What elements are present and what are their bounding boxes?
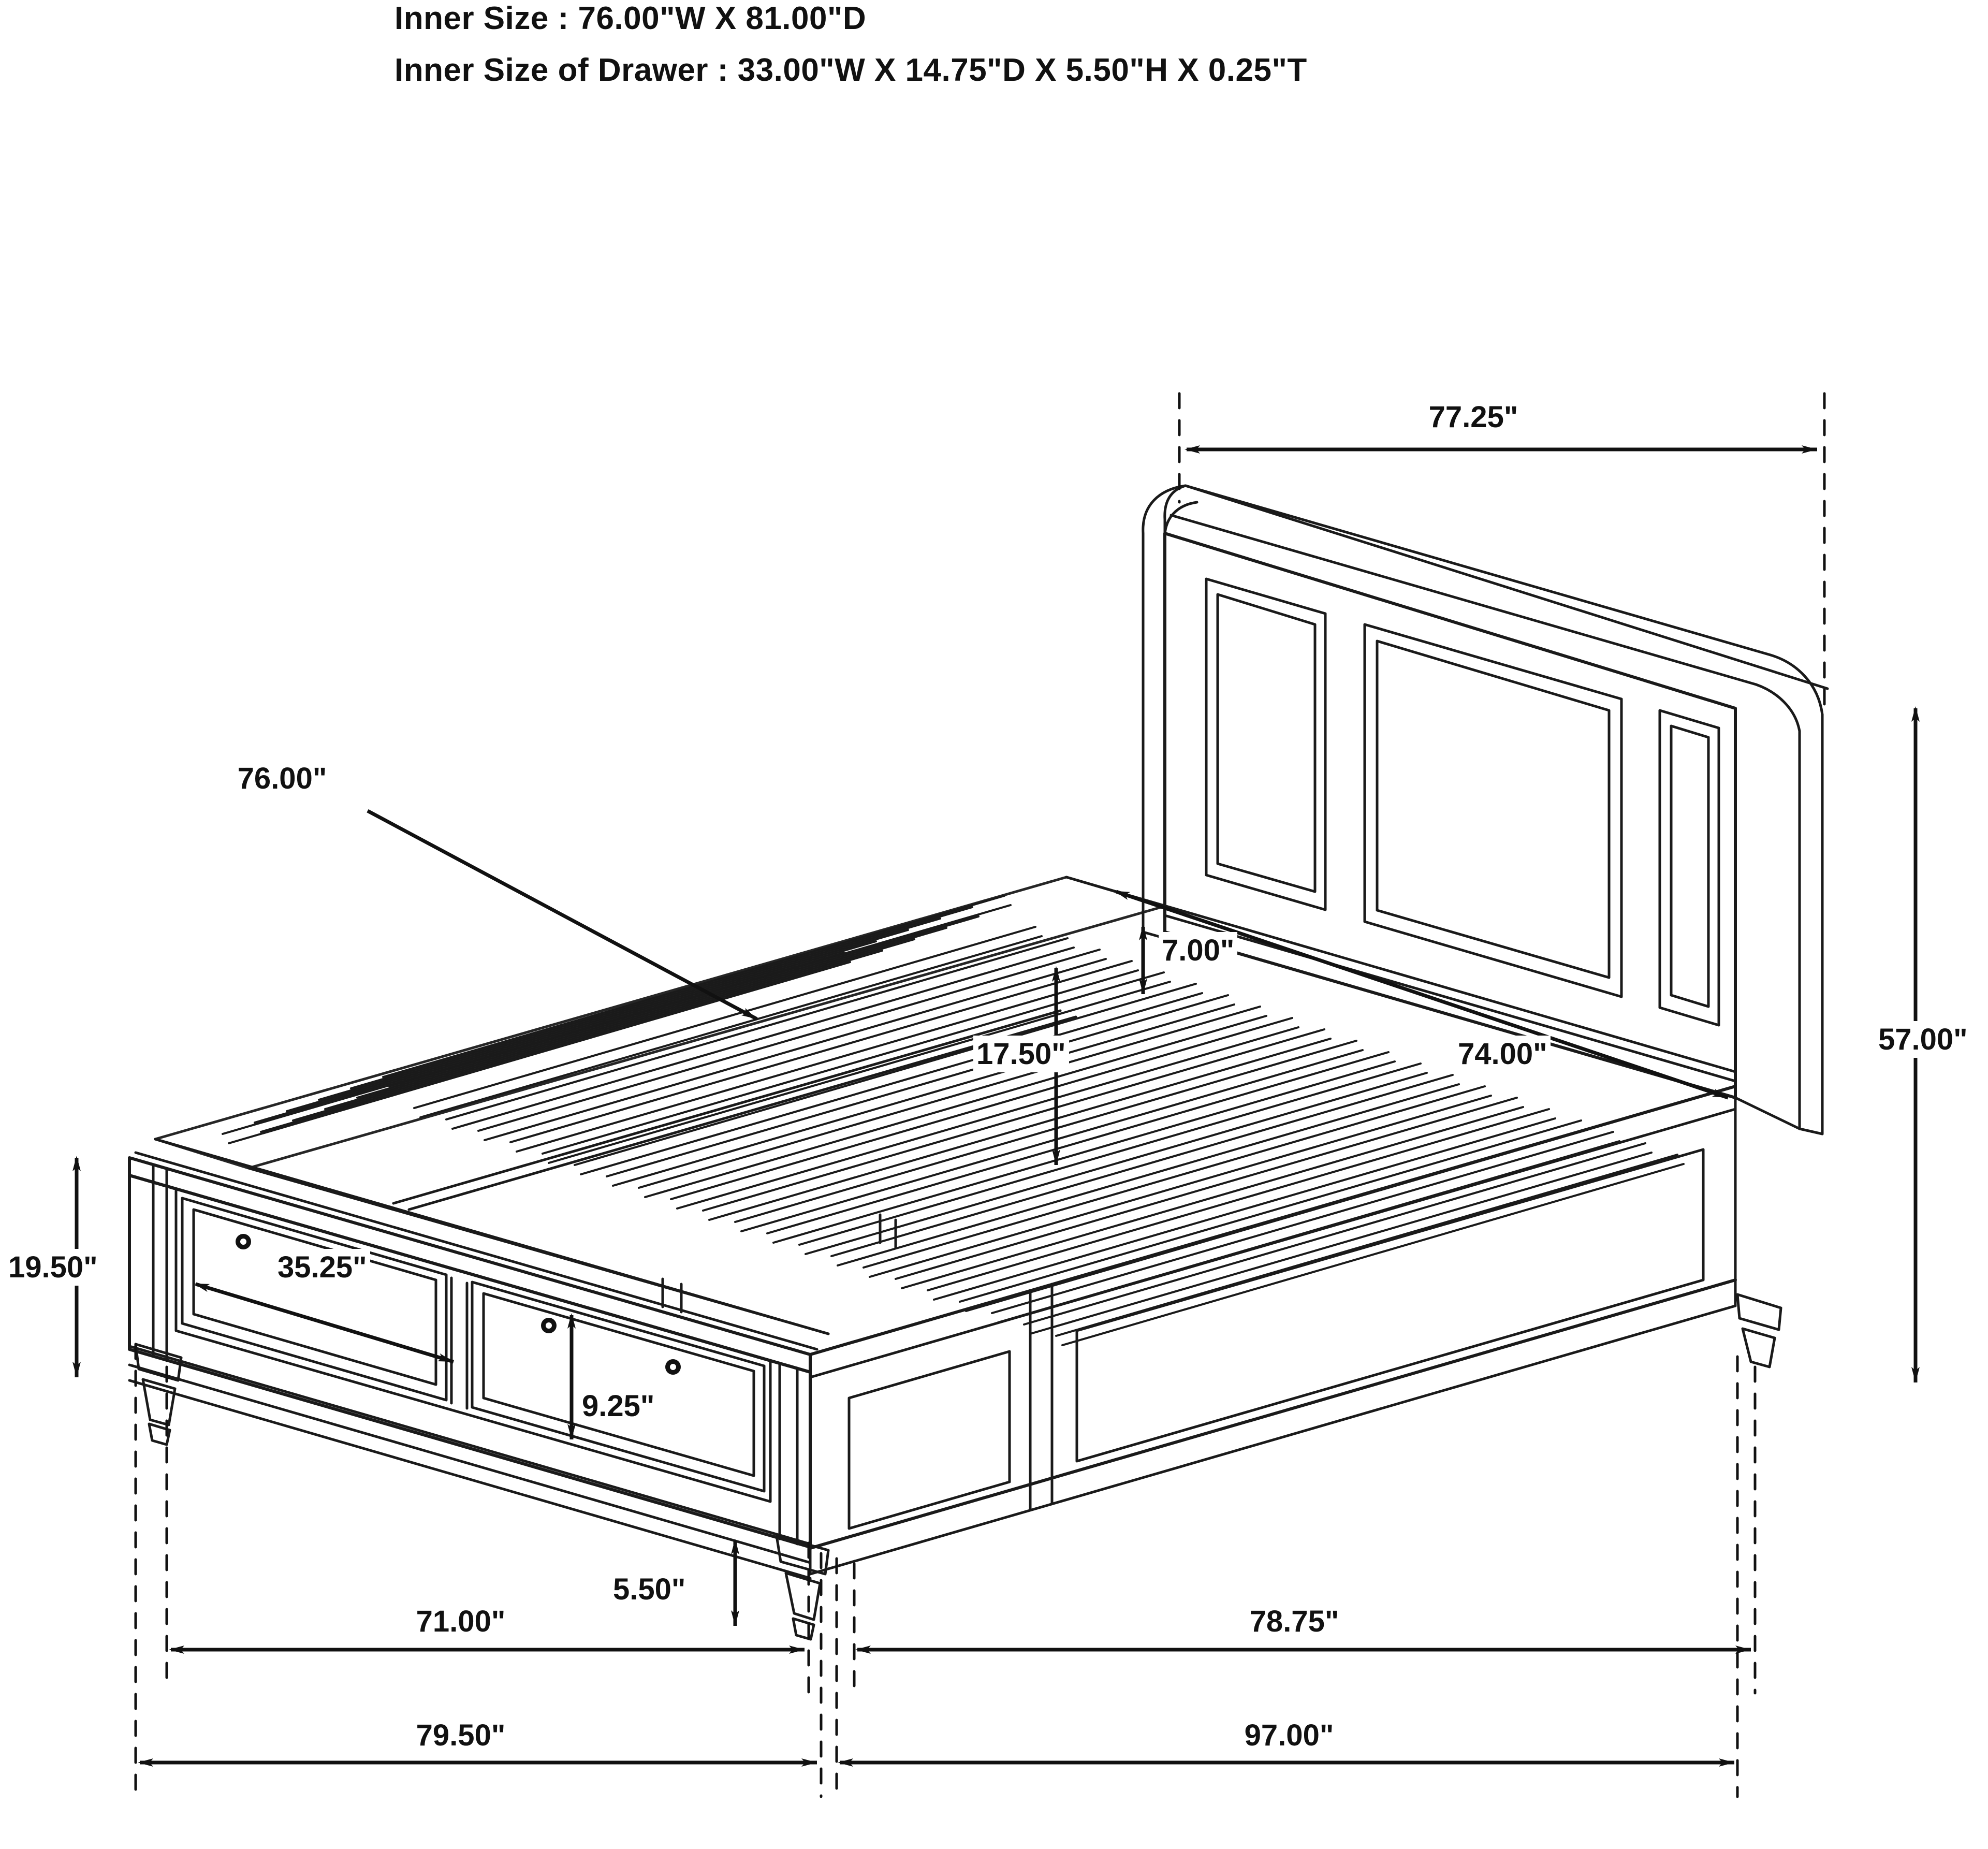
dim-label-overall-width: 79.50" [413,1717,509,1754]
dim-label-leg-clearance: 5.50" [610,1571,689,1608]
slat-group [222,895,1685,1346]
dim-label-drawer-height: 9.25" [579,1388,658,1424]
dim-label-footboard-height: 19.50" [5,1249,101,1286]
dim-label-rail-interior: 74.00" [1455,1036,1551,1072]
legs [134,1293,1782,1641]
dim-label-drawer-width: 35.25" [274,1249,370,1286]
dim-label-deck-height: 17.50" [973,1036,1069,1072]
dim-label-right-height: 57.00" [1875,1021,1971,1058]
dim-label-side-span: 78.75" [1246,1603,1342,1640]
inner-size-note: Inner Size : 76.00"W X 81.00"D [394,1,867,36]
dim-label-deck-width: 76.00" [234,760,330,797]
extension-lines [134,392,1826,1798]
dim-label-overall-length: 97.00" [1241,1717,1337,1754]
dim-label-headboard-gap: 7.00" [1159,932,1238,969]
dim-label-footboard-span: 71.00" [413,1603,509,1640]
dim-label-top-width: 77.25" [1425,399,1522,435]
inner-size-drawer-note: Inner Size of Drawer : 33.00"W X 14.75"D… [394,52,1307,88]
